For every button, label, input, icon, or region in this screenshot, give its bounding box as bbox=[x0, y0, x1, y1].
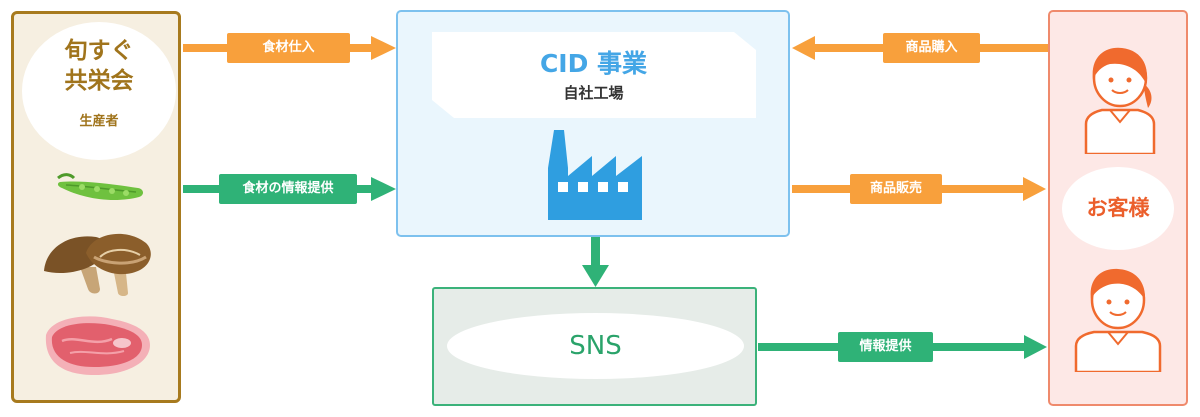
customer-label: お客様 bbox=[1086, 196, 1150, 220]
sns-oval bbox=[447, 313, 744, 379]
label-info-provision: 情報提供 bbox=[838, 332, 933, 362]
factory-label-background bbox=[432, 32, 756, 118]
producer-subtitle: 生産者 bbox=[79, 114, 119, 129]
mushroom-icon bbox=[44, 233, 151, 296]
customer-top-icon bbox=[1084, 47, 1156, 154]
customer-bottom-icon bbox=[1074, 268, 1162, 372]
sns-label: SNS bbox=[569, 331, 622, 361]
label-product-sales: 商品販売 bbox=[850, 174, 942, 204]
producer-name-oval bbox=[22, 22, 176, 160]
customer-label-oval bbox=[1062, 167, 1174, 250]
label-ingredient-info: 食材の情報提供 bbox=[219, 174, 357, 204]
factory-title: CID 事業 bbox=[539, 49, 648, 78]
pea-pod-icon bbox=[57, 173, 144, 201]
label-ingredient-purchase: 食材仕入 bbox=[227, 33, 350, 63]
factory-icon bbox=[548, 130, 642, 220]
arrow-factory-to-sns bbox=[582, 237, 609, 287]
label-product-purchase: 商品購入 bbox=[883, 33, 980, 63]
meat-icon bbox=[45, 316, 150, 375]
factory-subtitle: 自社工場 bbox=[563, 84, 624, 102]
producer-name: 旬すぐ 共栄会 bbox=[64, 38, 134, 94]
